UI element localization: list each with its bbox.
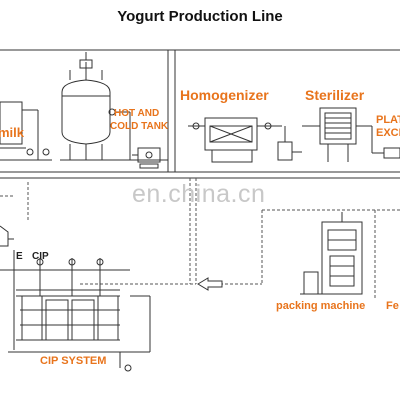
plate-exchanger-label-line2: EXCH — [376, 127, 400, 139]
pump-cluster — [132, 147, 161, 169]
watermark: en.china.cn — [132, 180, 266, 208]
packing-machine-label: packing machine — [276, 300, 366, 312]
upper-process-frame — [0, 49, 400, 179]
sterilizer-label: Sterilizer — [305, 87, 365, 103]
homogenizer-machine — [188, 117, 282, 163]
plate-exchanger-label-line1: PLAT — [376, 114, 400, 126]
hot-cold-tank-label-line1: HOT AND — [114, 108, 160, 119]
packing-machine-unit — [300, 212, 363, 295]
milk-tank — [0, 101, 52, 161]
flow-arrow-left — [197, 277, 223, 291]
cip-label: CIP — [32, 251, 49, 262]
page-title: Yogurt Production Line — [117, 8, 283, 25]
cip-system — [0, 225, 151, 372]
homogenizer-label: Homogenizer — [180, 87, 269, 103]
cip-e-label: E — [16, 251, 23, 262]
lower-dashed-flow — [0, 178, 400, 300]
transfer-pump — [277, 126, 302, 161]
hot-cold-tank-label-line2: COLD TANK — [110, 121, 169, 132]
hot-cold-tank — [60, 52, 168, 161]
milk-label: milk — [0, 125, 25, 140]
cip-system-label: CIP SYSTEM — [40, 355, 107, 367]
plate-exchanger — [371, 126, 400, 159]
fe-label: Fe — [386, 300, 399, 312]
sterilizer-unit — [302, 107, 372, 162]
